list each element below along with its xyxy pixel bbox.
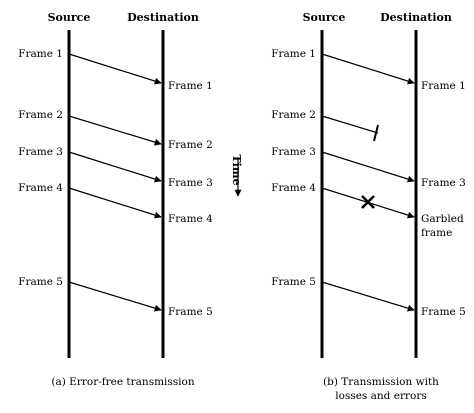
right-caption-line1: (b) Transmission with <box>323 376 439 388</box>
left-frame-5-recv-label: Frame 5 <box>168 306 213 318</box>
left-frame-5-arrow <box>68 281 162 312</box>
left-frame-4-send-label: Frame 4 <box>18 182 63 194</box>
left-frame-3-arrow <box>68 151 162 183</box>
right-frame-3-send-label: Frame 3 <box>271 146 316 158</box>
right-frame-5-arrow <box>321 281 415 312</box>
right-source-header: Source <box>303 11 346 24</box>
right-frame-1-recv-label: Frame 1 <box>421 80 466 92</box>
left-frame-1-arrow <box>68 53 162 85</box>
left-frame-3-recv-label: Frame 3 <box>168 177 213 189</box>
right-frame-4-recv-label-line2: frame <box>421 227 452 239</box>
right-frame-3-arrow <box>321 151 415 183</box>
right-caption-line2: losses and errors <box>335 390 426 402</box>
left-destination-header: Destination <box>127 11 199 24</box>
right-frame-1-arrow <box>321 53 415 85</box>
right-frame-2-loss-marker <box>373 124 379 142</box>
left-source-header: Source <box>48 11 91 24</box>
right-frame-2-send-label: Frame 2 <box>271 109 316 121</box>
right-frame-1-send-label: Frame 1 <box>271 48 316 60</box>
right-frame-4-error-icon <box>361 195 375 209</box>
right-frame-4-recv-label-line1: Garbled <box>421 213 464 225</box>
right-frame-5-recv-label: Frame 5 <box>421 306 466 318</box>
right-frame-5-send-label: Frame 5 <box>271 276 316 288</box>
left-caption: (a) Error-free transmission <box>51 376 194 388</box>
left-frame-2-send-label: Frame 2 <box>18 109 63 121</box>
left-frame-4-recv-label: Frame 4 <box>168 213 213 225</box>
time-indicator: Time <box>230 154 243 197</box>
right-frame-4-send-label: Frame 4 <box>271 182 316 194</box>
right-destination-header: Destination <box>380 11 452 24</box>
left-panel: Source Destination Frame 1 Frame 2 Frame… <box>18 11 213 388</box>
left-frame-1-send-label: Frame 1 <box>18 48 63 60</box>
left-frame-2-arrow <box>68 115 162 146</box>
left-frame-4-arrow <box>68 187 162 219</box>
left-frame-5-send-label: Frame 5 <box>18 276 63 288</box>
right-frame-2-lost-line <box>321 115 379 134</box>
right-frame-3-recv-label: Frame 3 <box>421 177 466 189</box>
time-label: Time <box>230 154 243 185</box>
left-frame-1-recv-label: Frame 1 <box>168 80 213 92</box>
left-frame-2-recv-label: Frame 2 <box>168 139 213 151</box>
right-panel: Source Destination Frame 1 Frame 2 Frame… <box>271 11 466 402</box>
left-frame-3-send-label: Frame 3 <box>18 146 63 158</box>
